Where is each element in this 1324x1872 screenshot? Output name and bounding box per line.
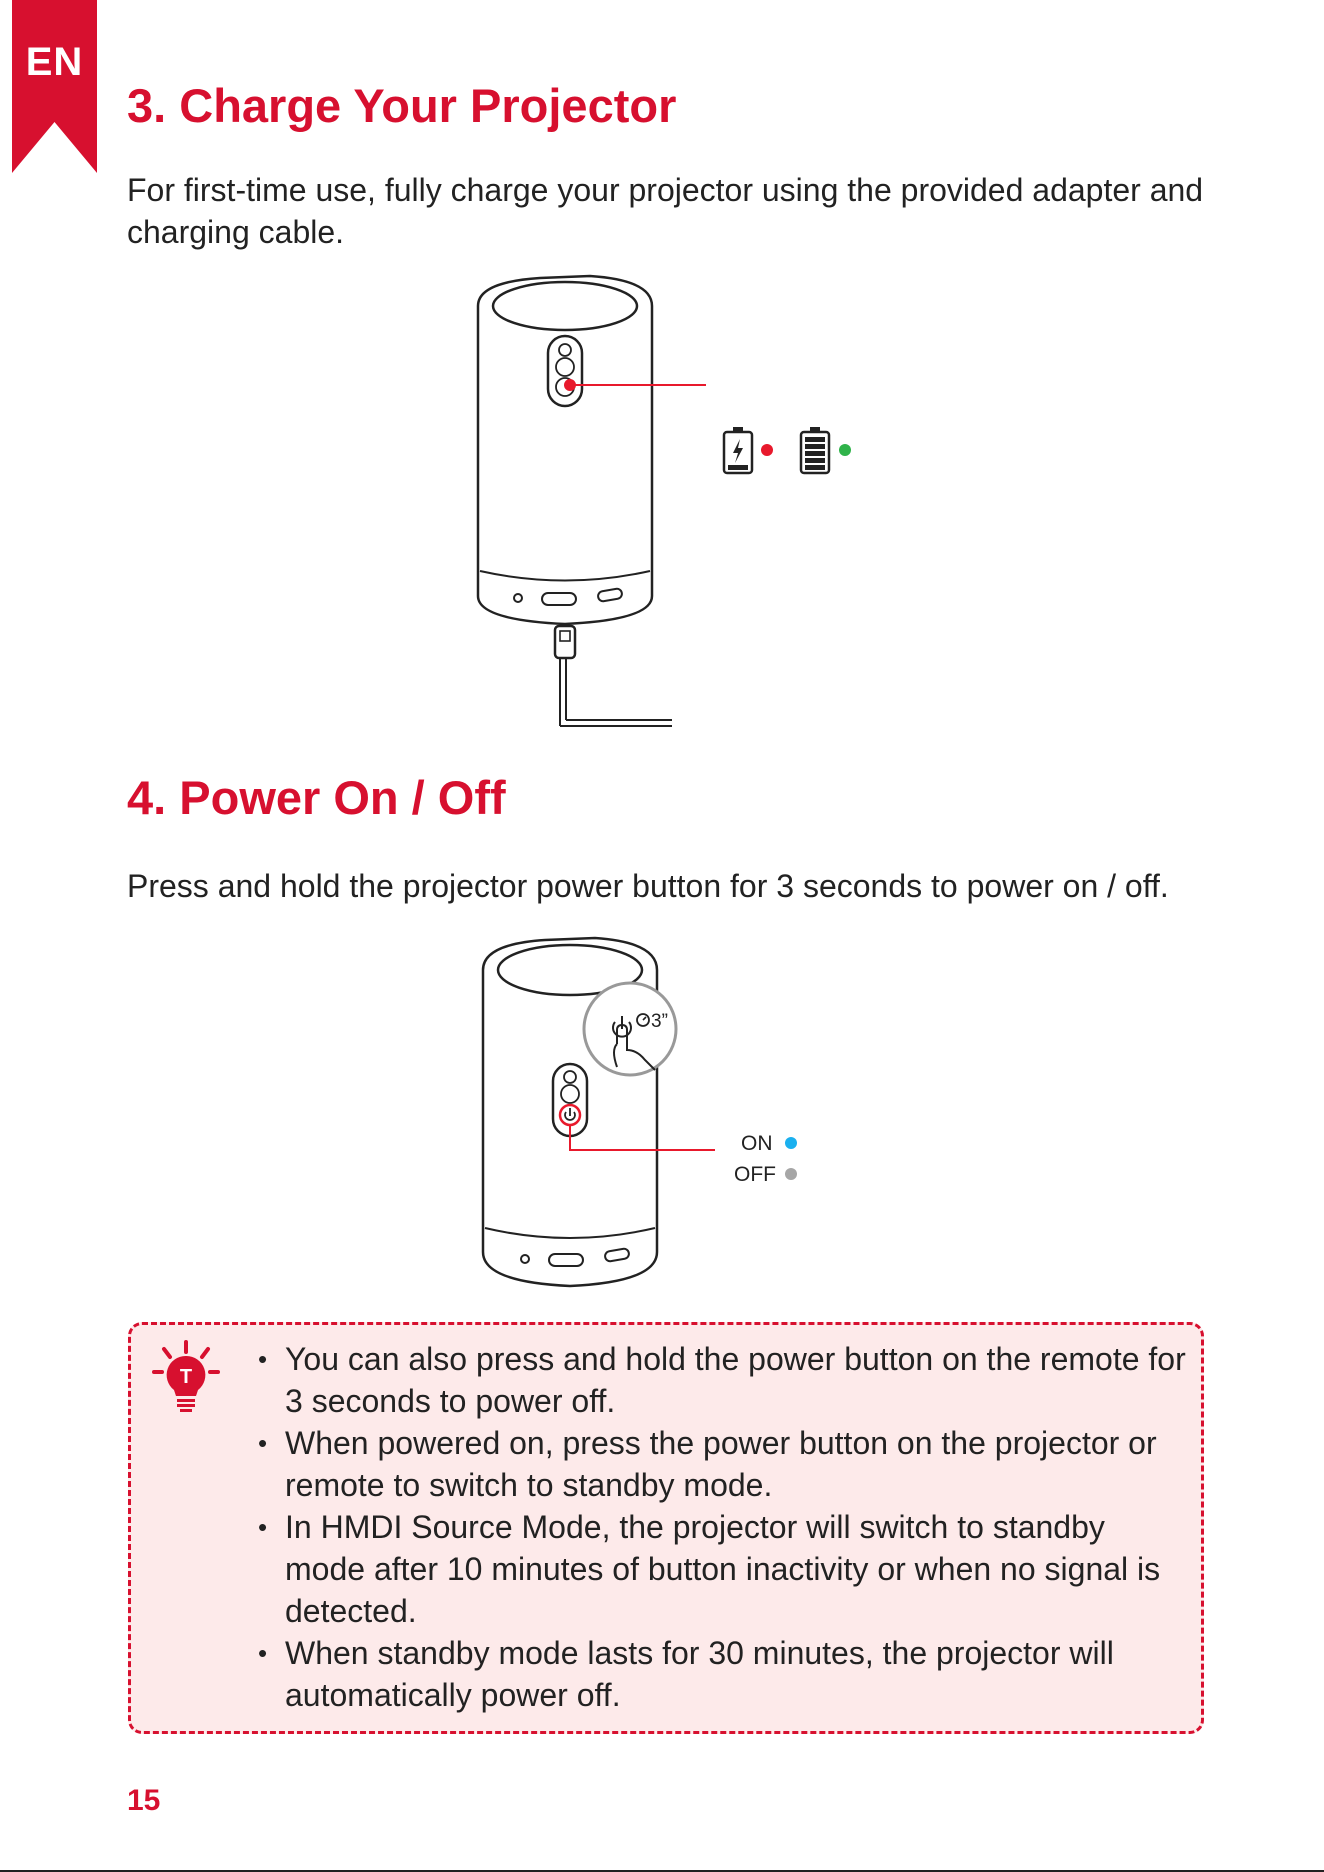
section-3-title: 3. Charge Your Projector (127, 79, 677, 132)
tip-item: In HMDI Source Mode, the projector will … (258, 1506, 1188, 1632)
off-led-indicator (785, 1168, 797, 1180)
bottom-divider (0, 1870, 1324, 1872)
full-led-indicator (838, 443, 852, 457)
section-4-body: Press and hold the projector power butto… (127, 868, 1169, 904)
off-state-label: OFF (734, 1163, 776, 1186)
on-led-indicator (785, 1137, 797, 1149)
tip-item: When standby mode lasts for 30 minutes, … (258, 1632, 1188, 1716)
language-label: EN (25, 40, 84, 84)
tip-item: You can also press and hold the power bu… (258, 1338, 1188, 1422)
tip-item: When powered on, press the power button … (258, 1422, 1188, 1506)
power-illustration: 3” (465, 932, 825, 1292)
battery-charging-icon (718, 425, 758, 479)
section-3-body: For first-time use, fully charge your pr… (127, 172, 1204, 250)
language-tab (12, 0, 97, 173)
on-state-label: ON (741, 1132, 773, 1155)
tip-lightbulb-icon: T (146, 1340, 226, 1420)
tip-icon-letter: T (180, 1366, 192, 1388)
section-4-title: 4. Power On / Off (127, 771, 506, 824)
charging-illustration (460, 268, 880, 736)
power-state-legend: ON OFF (730, 1128, 810, 1190)
battery-full-icon (795, 425, 835, 479)
charging-led-indicator (760, 443, 774, 457)
page-number: 15 (127, 1784, 161, 1817)
hold-time-label: 3” (651, 1011, 668, 1032)
tip-list: You can also press and hold the power bu… (258, 1338, 1188, 1716)
